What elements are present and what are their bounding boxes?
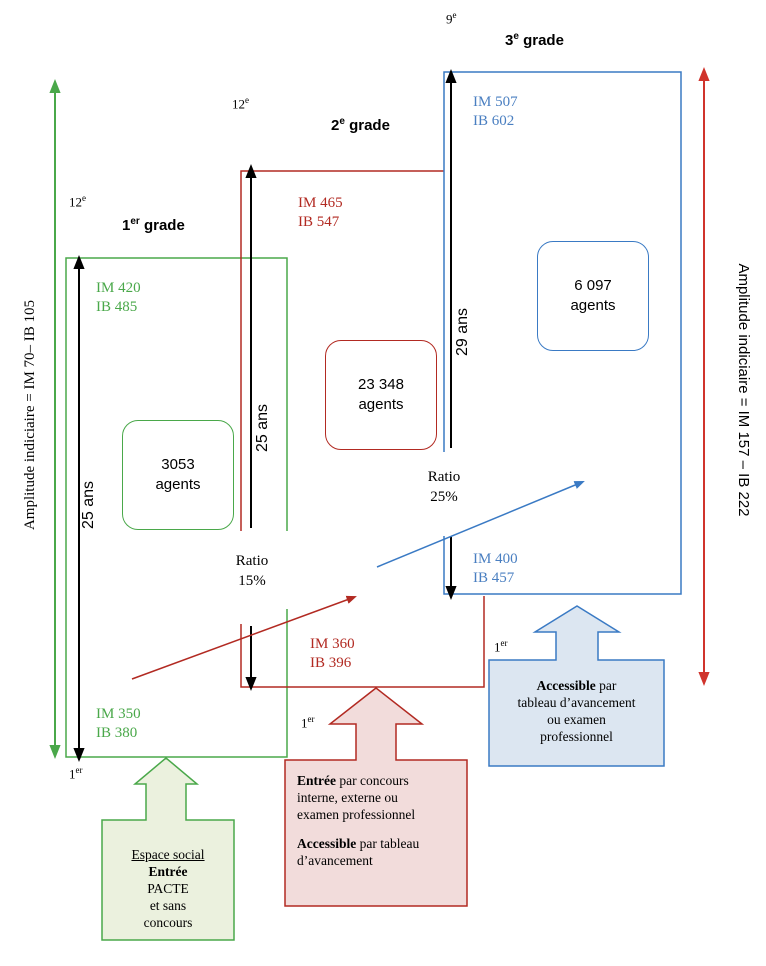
grade1-title: 1er grade [122, 216, 185, 234]
grade2-bottom-step: 1er [301, 714, 315, 731]
grade2-duration: 25 ans [254, 403, 271, 453]
amplitude-right-label: Amplitude indiciaire = IM 157 – IB 222 [735, 263, 752, 517]
grade2-top-step: 12e [232, 95, 249, 112]
amplitude-left-label: Amplitude indiciaire = IM 70– IB 105 [22, 299, 38, 531]
grade1-bottom-step: 1er [69, 765, 83, 782]
grade1-duration: 25 ans [80, 480, 97, 530]
grade1-frame [65, 257, 288, 758]
callout-green-text: Espace social Entrée PACTE et sans conco… [131, 847, 205, 930]
grade2-title: 2e grade [331, 116, 390, 134]
callout-blue-text: Accessible par tableau d’avancement ou e… [517, 678, 636, 744]
grade1-top-step: 12e [69, 193, 86, 210]
grade2-frame [240, 170, 485, 688]
callout-green-shape [101, 757, 235, 941]
grade3-frame [443, 71, 682, 595]
grade3-duration: 29 ans [454, 307, 471, 357]
callout-blue-shape [488, 605, 665, 767]
grade3-bottom-step: 1er [494, 638, 508, 655]
promotion-arrow-1 [131, 595, 357, 680]
callout-red-shape [284, 687, 468, 907]
grade3-title: 3e grade [505, 31, 564, 49]
grade3-top-step: 9e [446, 10, 457, 27]
callout-red-text: Entrée par concours interne, externe ou … [297, 773, 420, 868]
promotion-arrow-2 [376, 480, 585, 568]
